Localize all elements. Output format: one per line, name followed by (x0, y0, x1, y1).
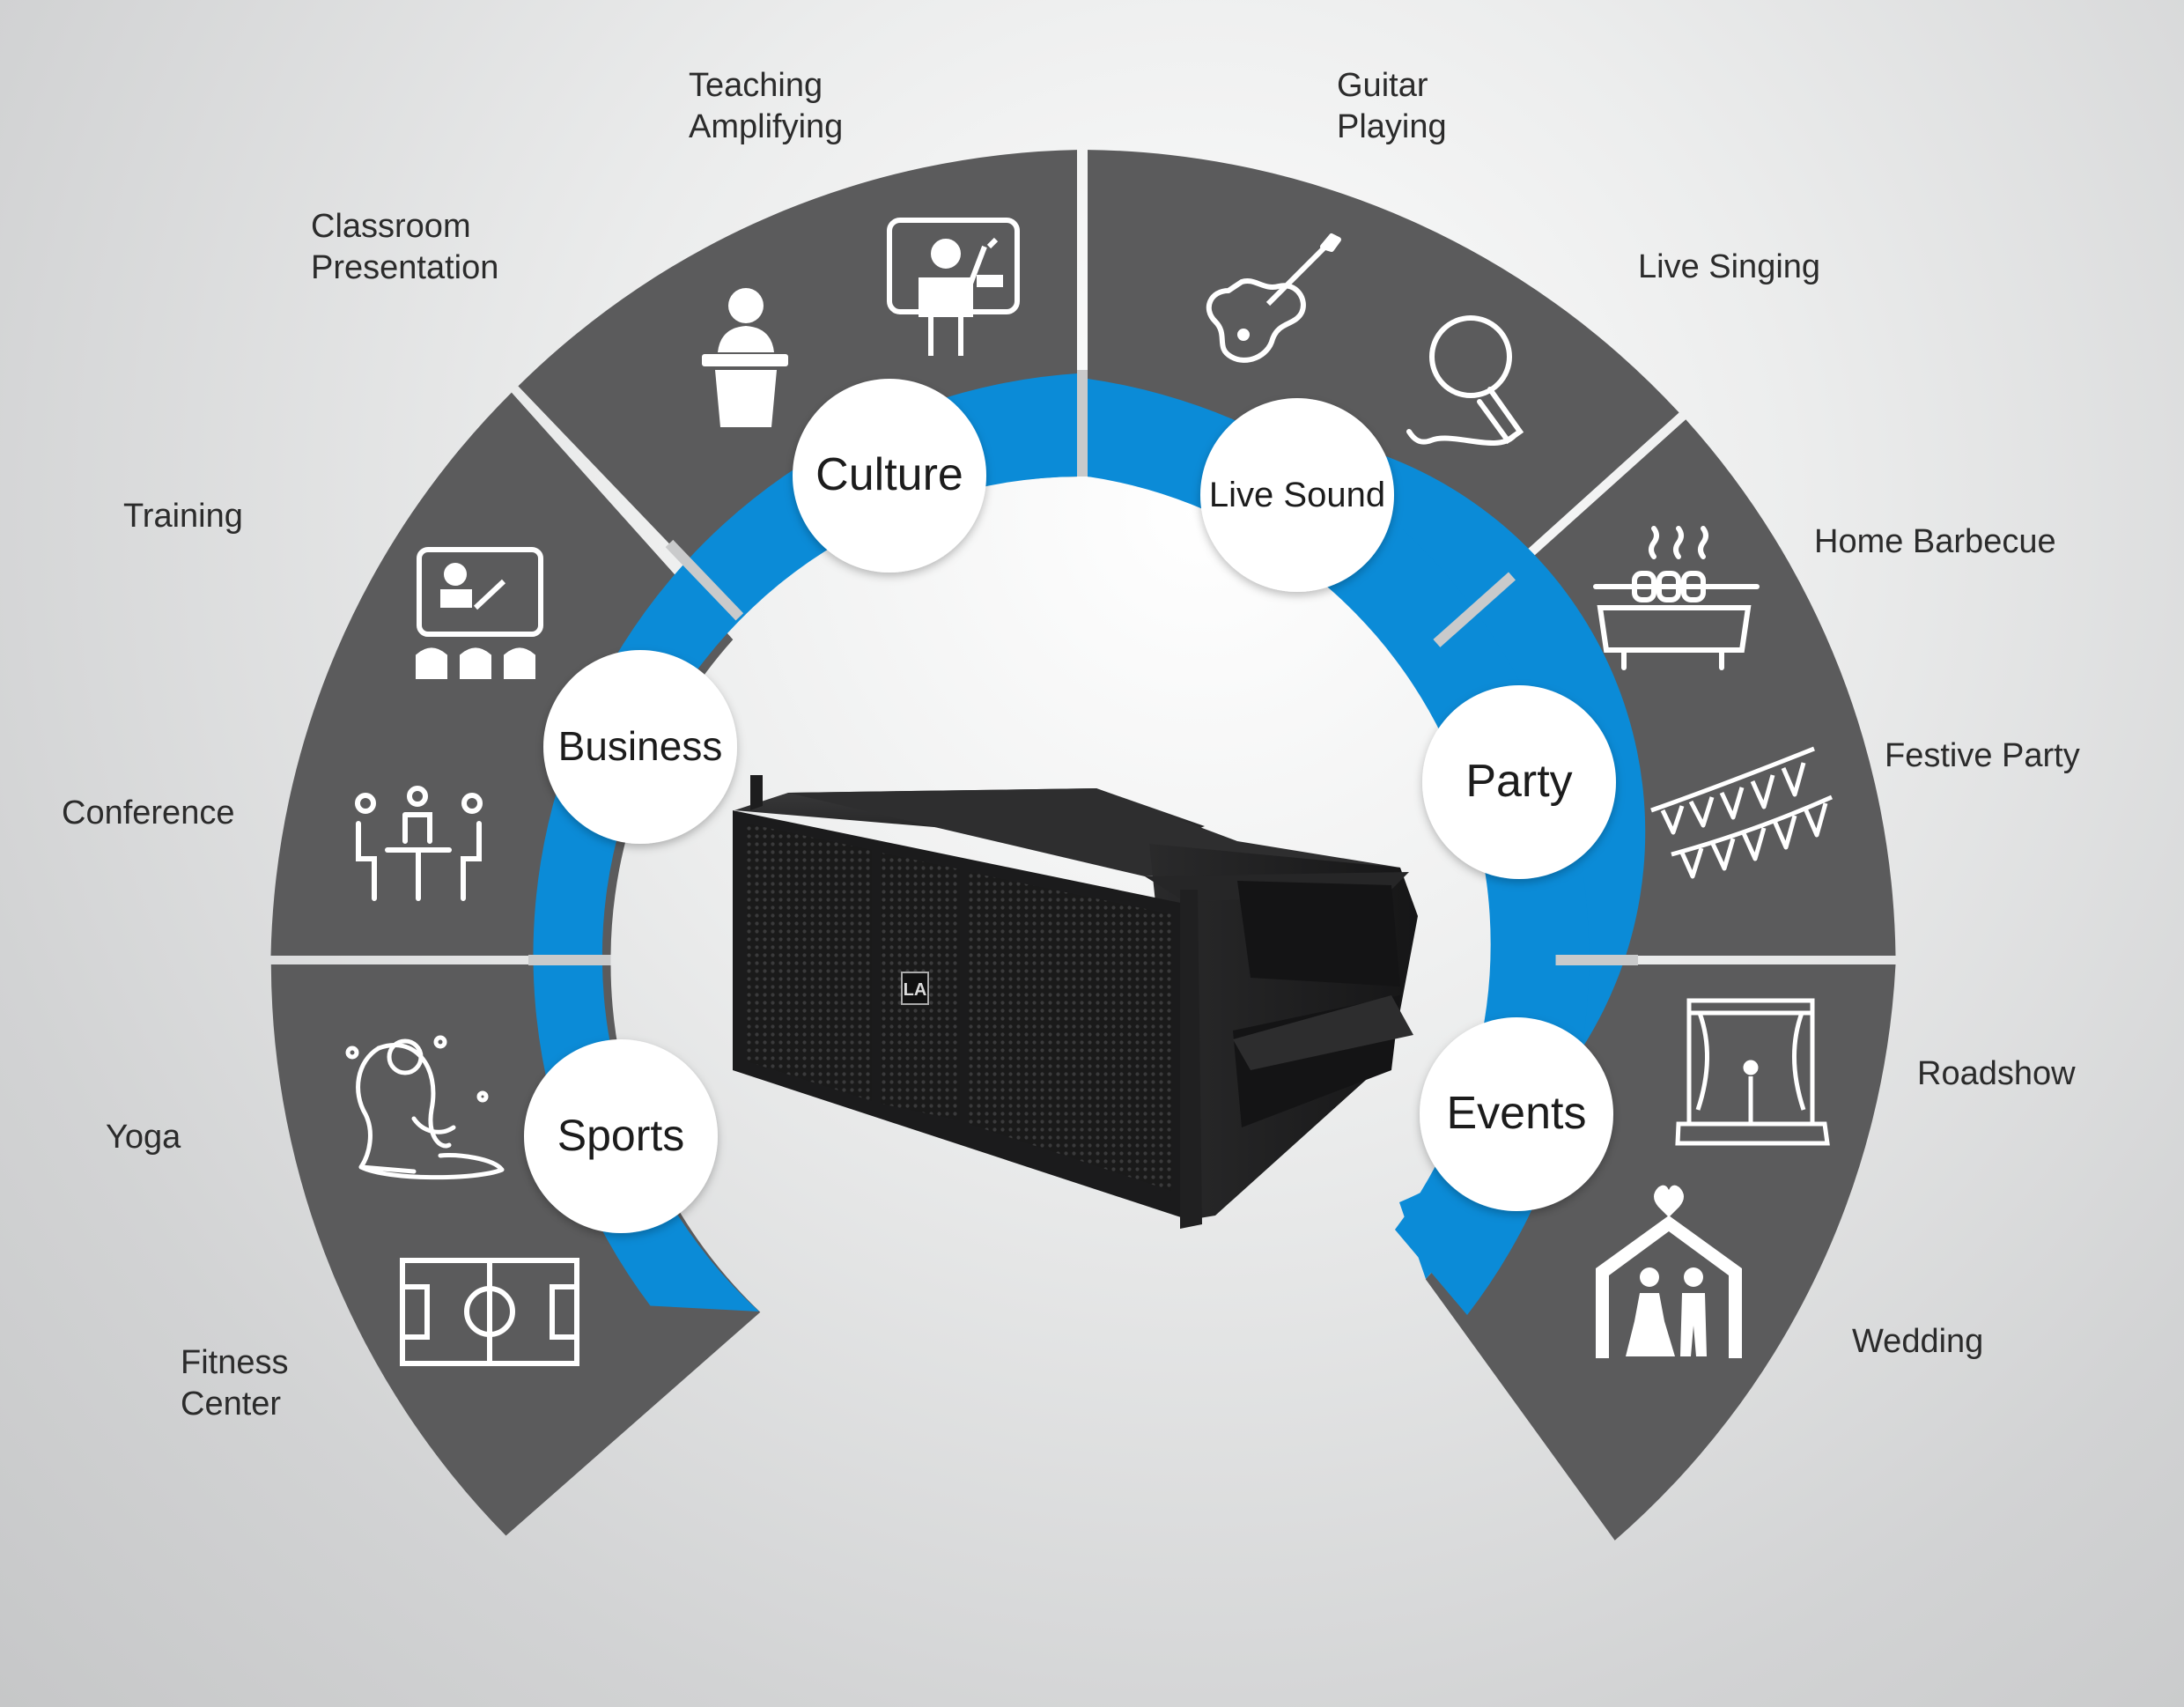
svg-text:Culture: Culture (815, 449, 963, 500)
ring-right (1088, 430, 1646, 1280)
ring-divider-culture-business (665, 539, 744, 621)
teaching-board-icon (887, 218, 1020, 356)
category-circle-business[interactable]: Business (543, 650, 737, 844)
label-teaching-amplifying: Teaching Amplifying (689, 67, 844, 145)
category-circle-culture[interactable]: Culture (793, 379, 986, 573)
wedding-couple-icon (1596, 1185, 1742, 1358)
label-roadshow: Roadshow (1917, 1055, 2076, 1092)
yoga-pose-icon (345, 1035, 505, 1180)
label-conference: Conference (62, 794, 235, 831)
svg-text:Party: Party (1465, 756, 1572, 807)
stage-curtain-icon (1675, 998, 1830, 1146)
speaker-logo: LA (904, 980, 927, 1000)
label-wedding: Wedding (1852, 1323, 1984, 1360)
label-training: Training (123, 498, 243, 535)
category-circle-events[interactable]: Events (1420, 1017, 1613, 1211)
segment-culture (518, 150, 1077, 617)
segment-livesound (1088, 150, 1679, 638)
soccer-field-icon (400, 1258, 579, 1366)
bunting-flags-icon (1650, 746, 1834, 879)
svg-text:Business: Business (558, 723, 723, 769)
line-array-speaker: LA (733, 775, 1418, 1229)
label-classroom-presentation: Classroom Presentation (311, 208, 499, 286)
ring-divider-livesound-party (1433, 572, 1516, 647)
svg-text:Live Sound: Live Sound (1209, 476, 1385, 514)
label-home-barbecue: Home Barbecue (1814, 523, 2056, 560)
label-live-singing: Live Singing (1638, 248, 1821, 285)
training-board-icon (416, 547, 543, 679)
guitar-icon (1206, 233, 1341, 363)
label-festive-party: Festive Party (1885, 737, 2080, 774)
barbecue-grill-icon (1593, 526, 1760, 670)
label-guitar-playing: Guitar Playing (1337, 67, 1447, 145)
label-yoga: Yoga (106, 1119, 181, 1156)
conference-table-icon (355, 786, 483, 901)
label-fitness-center: Fitness Center (181, 1344, 289, 1422)
podium-speaker-icon (702, 288, 788, 427)
svg-text:Events: Events (1447, 1088, 1587, 1139)
svg-text:Sports: Sports (557, 1111, 685, 1160)
category-circle-livesound[interactable]: Live Sound (1200, 398, 1394, 592)
microphone-icon (1406, 315, 1524, 446)
category-circle-party[interactable]: Party (1422, 685, 1616, 879)
category-circle-sports[interactable]: Sports (524, 1039, 718, 1233)
ring-left (533, 373, 1077, 1312)
segment-sports (270, 964, 761, 1536)
